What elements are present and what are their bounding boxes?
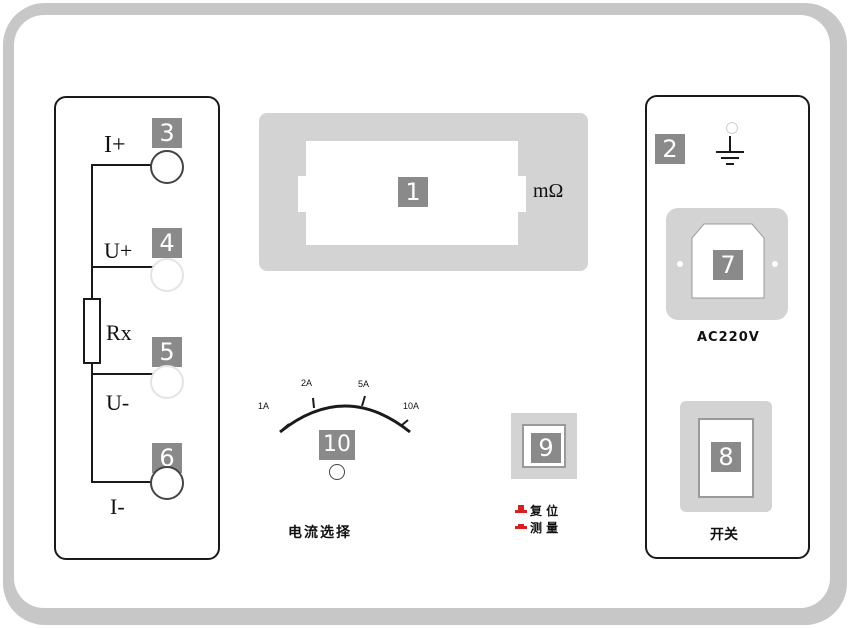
current-selector-label: 电流选择 [288,525,352,541]
display-number: 1 [398,177,428,207]
display-unit: mΩ [533,180,564,202]
dial-arc [279,404,411,434]
terminal-i-minus[interactable] [150,466,184,500]
tick-label-5a: 5A [358,379,370,389]
resistor-rx [83,298,101,364]
socket-screw-right [772,261,778,267]
display-notch-left [298,176,308,212]
terminal-label-i-minus: I- [110,494,125,519]
wire-u-plus [91,266,161,268]
terminal-number-3: 3 [152,118,182,148]
terminal-label-u-plus: U+ [104,238,133,263]
reset-label: 复 位 [530,504,559,518]
tick-label-10a: 10A [403,401,420,411]
tick-10a [401,419,409,426]
power-switch-number: 8 [711,442,741,472]
tick-1a [281,423,290,431]
wire-i-plus [91,164,161,166]
terminal-number-5: 5 [152,337,182,367]
terminal-label-i-plus: I+ [104,132,126,158]
power-socket-label: AC220V [697,330,760,345]
wire-u-minus [91,373,161,375]
display-notch-right [516,176,526,212]
terminal-i-plus[interactable] [150,150,184,184]
tick-2a [312,397,315,409]
terminal-number-4: 4 [152,228,182,258]
current-selector-knob[interactable] [329,464,345,480]
socket-screw-left [677,261,683,267]
ground-number: 2 [655,134,685,164]
indicator-measure-icon [515,524,527,530]
power-switch-label: 开关 [710,527,738,543]
measure-label: 测 量 [530,521,559,535]
terminal-u-minus[interactable] [150,365,184,399]
tick-label-2a: 2A [301,378,313,388]
wire-i-minus [91,481,161,483]
ground-icon [716,136,744,165]
reset-button-number: 9 [531,433,561,463]
current-selector-number: 10 [319,430,355,460]
terminal-label-u-minus: U- [106,390,130,415]
ground-terminal[interactable] [726,122,738,134]
resistor-label: Rx [106,320,132,345]
tick-label-1a: 1A [258,401,270,411]
power-socket-number: 7 [713,250,743,280]
current-selector-dial[interactable] [250,370,440,450]
terminal-u-plus[interactable] [150,258,184,292]
tick-5a [361,395,366,407]
indicator-reset-icon [515,505,527,514]
